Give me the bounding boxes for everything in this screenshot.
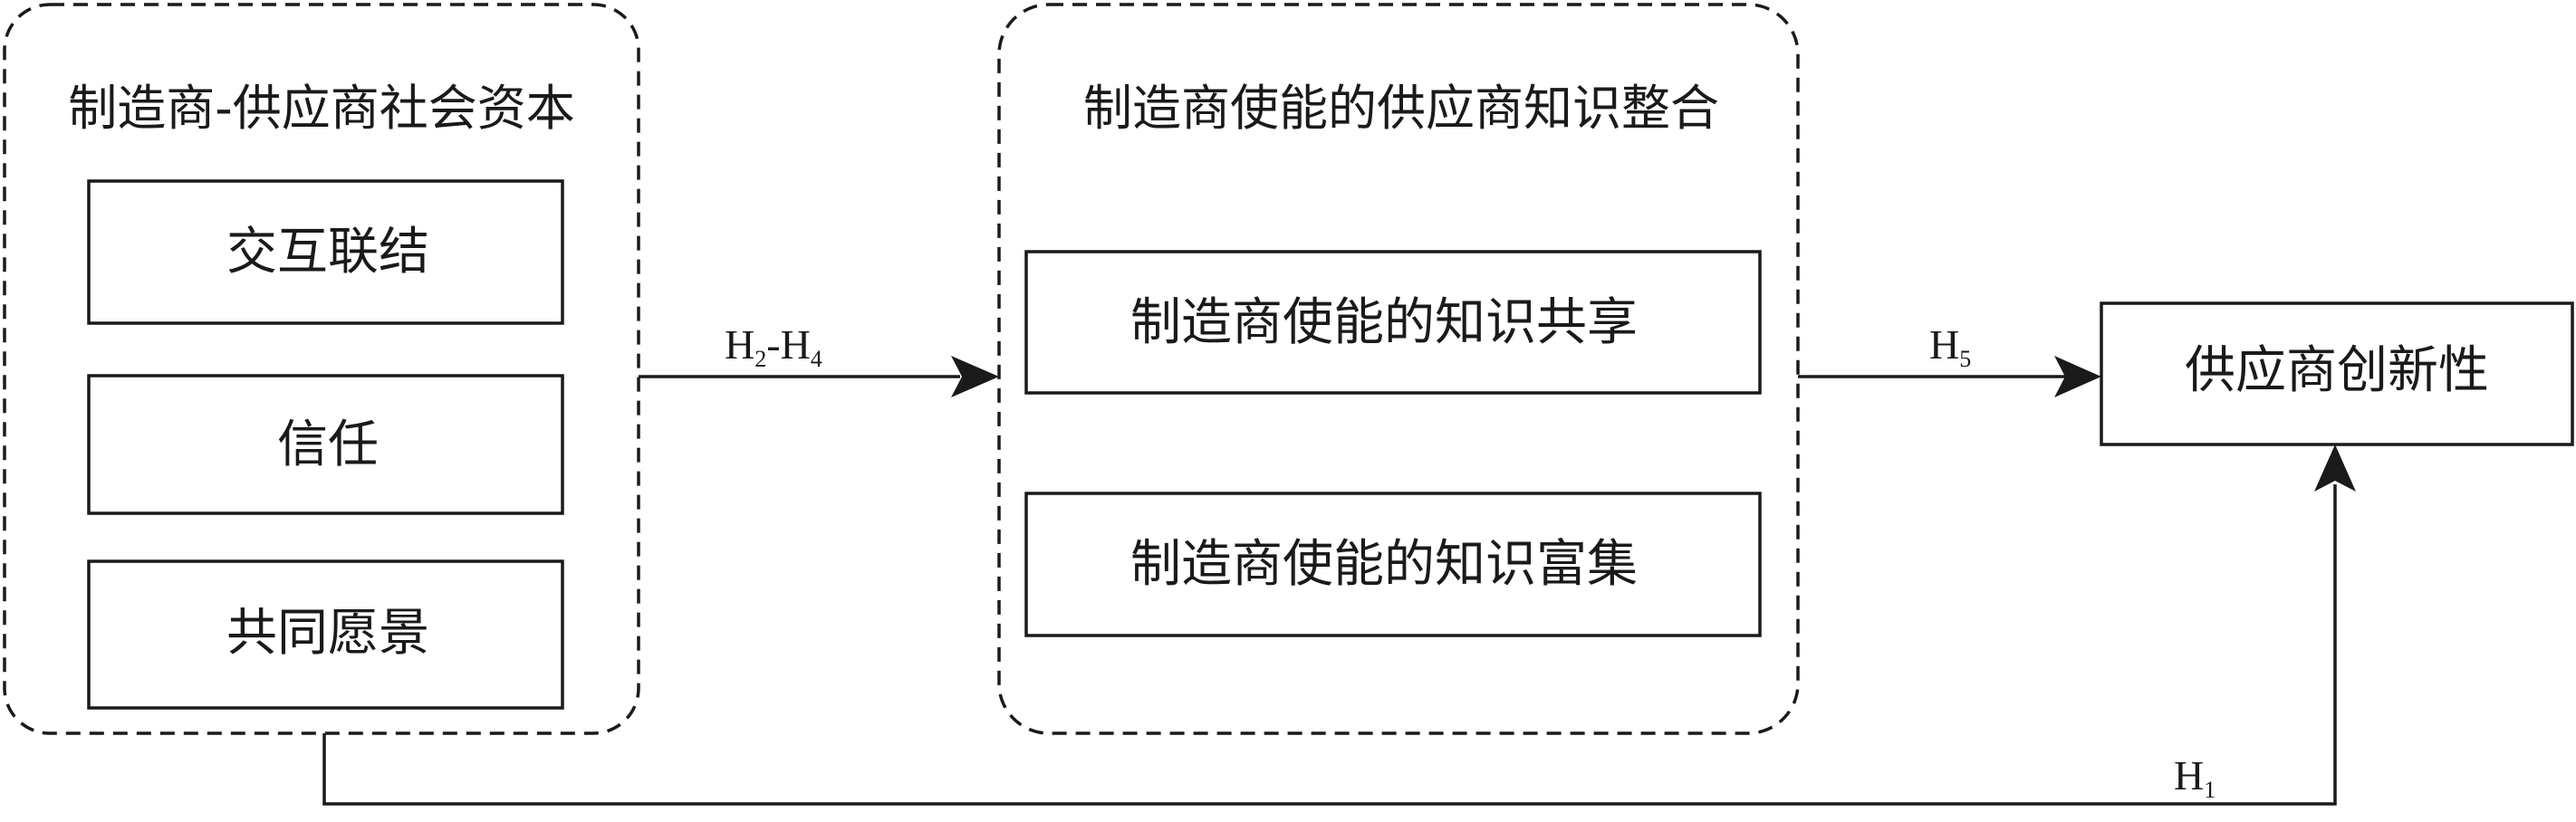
- h5-arrowhead: [2054, 356, 2101, 397]
- social-capital-title: 制造商-供应商社会资本: [68, 80, 575, 137]
- supplier-innovativeness-label: 供应商创新性: [2185, 341, 2489, 400]
- knowledge-integration-group: [997, 3, 1800, 735]
- interaction-ties-label: 交互联结: [226, 223, 429, 282]
- h5-label: H5: [1929, 321, 1971, 372]
- h2-h4-label: H2-H4: [725, 321, 822, 372]
- shared-vision-box: [87, 559, 564, 710]
- interaction-ties-box: [87, 179, 564, 325]
- shared-vision-label: 共同愿景: [226, 604, 429, 663]
- knowledge-enrichment-label: 制造商使能的知识富集: [1130, 535, 1638, 594]
- trust-box: [87, 374, 564, 515]
- trust-label: 信任: [277, 416, 379, 474]
- h1-arrowhead: [2314, 444, 2356, 492]
- knowledge-sharing-box: [1024, 250, 1762, 395]
- supplier-innovativeness-box: [2100, 301, 2574, 446]
- h2-h4-arrowhead: [951, 356, 999, 397]
- knowledge-integration-title: 制造商使能的供应商知识整合: [1083, 80, 1719, 137]
- knowledge-sharing-label: 制造商使能的知识共享: [1130, 293, 1638, 352]
- social-capital-group: [3, 3, 640, 735]
- h1-arrow-line: [322, 484, 2337, 806]
- h1-label: H1: [2174, 752, 2216, 803]
- knowledge-enrichment-box: [1024, 492, 1762, 637]
